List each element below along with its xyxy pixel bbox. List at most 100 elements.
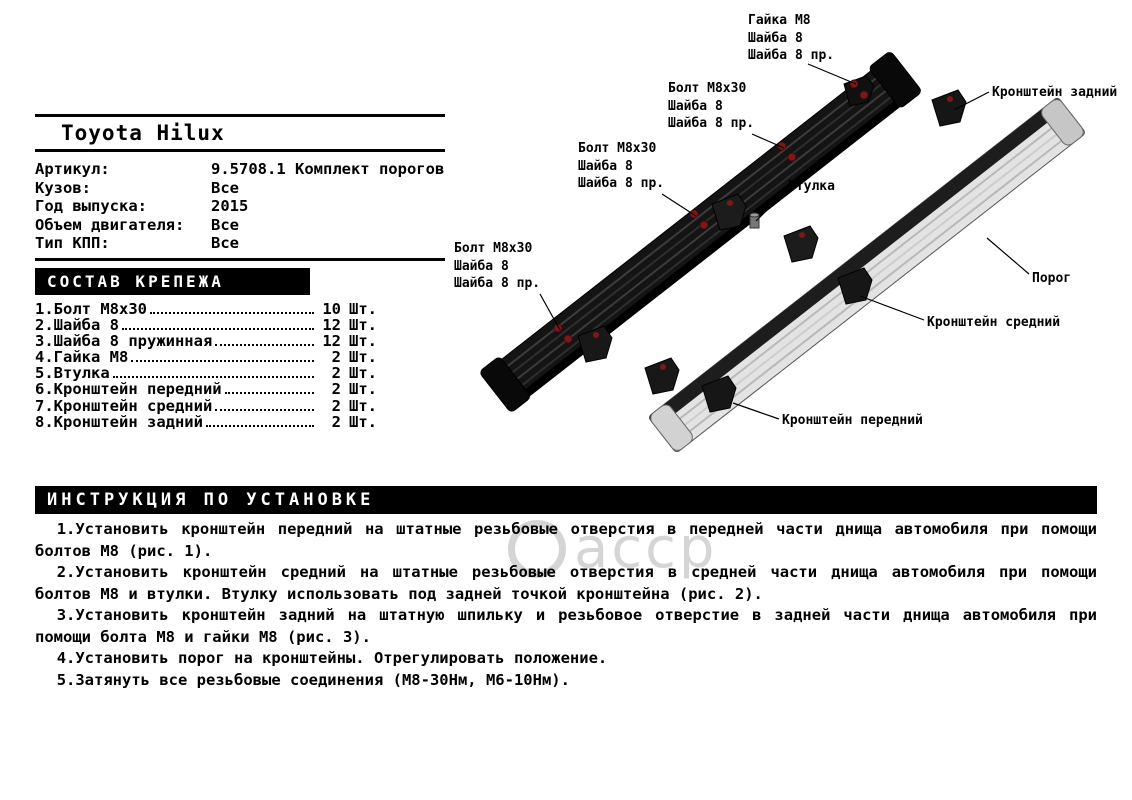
fastener-qty: 2: [331, 396, 341, 415]
spec-label: Артикул:: [35, 160, 110, 178]
callout-text: Шайба 8: [454, 258, 509, 274]
callout-text: Шайба 8: [668, 98, 723, 114]
fastener-qty: 12: [322, 316, 341, 335]
bracket-rear: [931, 89, 967, 127]
instructions-list: 1.Установить кронштейн передний на штатн…: [35, 519, 1097, 691]
fastener-row: 5.Втулка 2 Шт.: [35, 365, 387, 381]
bracket-middle-right: [837, 267, 873, 305]
fastener-unit: Шт.: [349, 412, 377, 431]
callout-text: Шайба 8 пр.: [748, 48, 835, 63]
bracket-front-left: [577, 325, 613, 363]
spec-label: Тип КПП:: [35, 234, 110, 252]
fastener-row: 8.Кронштейн задний 2 Шт.: [35, 414, 387, 430]
callout-bracket-front: Кронштейн передний: [782, 412, 923, 430]
diagram-artwork: [480, 52, 1085, 453]
callout-text: Кронштейн передний: [782, 413, 923, 428]
fastener-qty: 10: [322, 300, 341, 318]
fastener-row: 2.Шайба 8 12 Шт.: [35, 317, 387, 333]
fastener-unit: Шт.: [349, 396, 377, 415]
fastener-qty: 12: [322, 332, 341, 351]
dotted-leader: [215, 344, 314, 347]
callout-text: Шайба 8: [748, 30, 803, 46]
spec-value: Все: [211, 215, 239, 234]
fastener-row: 1.Болт М8х30 10 Шт.: [35, 301, 387, 317]
fastener-unit: Шт.: [349, 316, 377, 335]
callout-text: Шайба 8 пр.: [668, 116, 755, 131]
callout-text: Шайба 8 пр.: [578, 176, 665, 191]
leader-lines: [539, 63, 1030, 420]
fastener-row: 7.Кронштейн средний 2 Шт.: [35, 396, 387, 415]
spec-value: Все: [211, 178, 239, 197]
fastener-unit: Шт.: [349, 380, 377, 399]
fastener-unit: Шт.: [349, 364, 377, 383]
callout-bushing: Втулка: [788, 178, 835, 196]
fastener-unit: Шт.: [349, 348, 377, 367]
callout-text: Порог: [1032, 271, 1072, 286]
instruction-step: 5.Затянуть все резьбовые соединения (М8-…: [56, 670, 570, 689]
fastener-name: 2.Шайба 8: [35, 316, 119, 335]
fastener-unit: Шт.: [349, 300, 377, 318]
fastener-unit: Шт.: [349, 332, 377, 351]
fastener-name: 1.Болт М8х30: [35, 300, 147, 318]
page-title: Toyota Hilux: [35, 114, 445, 152]
dotted-leader: [122, 328, 314, 331]
instruction-step: 1.Установить кронштейн передний на штатн…: [35, 520, 1097, 560]
fasteners-header-bar: СОСТАВ КРЕПЕЖА: [35, 268, 310, 295]
callout-text: Втулка: [788, 179, 835, 194]
fastener-name: 5.Втулка: [35, 364, 110, 383]
bushing-part: [749, 212, 760, 229]
callout-bracket-rear: Кронштейн задний: [992, 84, 1117, 102]
spec-row: Год выпуска: 2015: [35, 197, 445, 216]
fastener-name: 6.Кронштейн передний: [35, 380, 222, 399]
callout-text: Гайка М8: [748, 13, 811, 28]
instruction-step: 3.Установить кронштейн задний на штатную…: [35, 606, 1097, 646]
callout-nut-m8: Гайка М8 Шайба 8 Шайба 8 пр.: [748, 12, 834, 65]
dotted-leader: [215, 408, 314, 411]
callout-bolt-bottom: Болт М8х30 Шайба 8 Шайба 8 пр.: [454, 240, 540, 293]
instructions-header-bar: ИНСТРУКЦИЯ ПО УСТАНОВКЕ: [35, 486, 1097, 514]
callout-text: Шайба 8 пр.: [454, 276, 541, 291]
spec-value: 9.5708.1 Комплект порогов: [211, 160, 445, 178]
fastener-qty: 2: [331, 412, 341, 431]
callout-text: Болт М8х30: [454, 241, 533, 256]
fastener-row: 3.Шайба 8 пружинная 12 Шт.: [35, 333, 387, 349]
fastener-name: 4.Гайка М8: [35, 348, 129, 367]
spec-row: Кузов: Все: [35, 179, 445, 198]
bracket-front-right: [701, 375, 737, 413]
fastener-name: 7.Кронштейн средний: [35, 396, 213, 415]
callout-text: Кронштейн средний: [927, 315, 1061, 330]
callout-text: Болт М8х30: [668, 81, 747, 96]
spec-row: Артикул: 9.5708.1 Комплект порогов: [35, 160, 445, 179]
fastener-row: 4.Гайка М8 2 Шт.: [35, 349, 387, 365]
dotted-leader: [131, 360, 314, 363]
dotted-leader: [224, 392, 314, 395]
callout-sill: Порог: [1032, 270, 1071, 288]
callout-bolt-mid: Болт М8х30 Шайба 8 Шайба 8 пр.: [578, 140, 664, 193]
callout-text: Шайба 8: [578, 158, 633, 174]
dotted-leader: [205, 424, 314, 427]
spec-label: Год выпуска:: [35, 197, 147, 215]
callout-bolt-top: Болт М8х30 Шайба 8 Шайба 8 пр.: [668, 80, 754, 133]
dotted-leader: [149, 312, 314, 314]
fasteners-list: 1.Болт М8х30 10 Шт. 2.Шайба 8 12 Шт. 3.Ш…: [35, 301, 387, 430]
bracket-middle-left-2: [783, 225, 819, 263]
fastener-name: 3.Шайба 8 пружинная: [35, 332, 213, 351]
fastener-qty: 2: [331, 364, 341, 383]
spec-table: Артикул: 9.5708.1 Комплект порогов Кузов…: [35, 160, 445, 261]
instruction-step: 2.Установить кронштейн средний на штатны…: [35, 563, 1097, 603]
fastener-name: 8.Кронштейн задний: [35, 412, 203, 431]
assembly-diagram: Гайка М8 Шайба 8 Шайба 8 пр. Болт М8х30 …: [440, 0, 1132, 470]
spec-row: Объем двигателя: Все: [35, 216, 445, 235]
instruction-step: 4.Установить порог на кронштейны. Отрегу…: [56, 649, 608, 667]
spec-value: Все: [211, 234, 239, 252]
fastener-row: 6.Кронштейн передний 2 Шт.: [35, 381, 387, 397]
callout-text: Болт М8х30: [578, 141, 657, 156]
callout-bracket-middle: Кронштейн средний: [927, 314, 1060, 332]
spec-label: Объем двигателя:: [35, 215, 185, 234]
spec-label: Кузов:: [35, 178, 91, 197]
running-board-left: [480, 52, 922, 412]
callout-text: Кронштейн задний: [992, 85, 1118, 100]
fastener-qty: 2: [331, 348, 341, 367]
fastener-qty: 2: [331, 380, 341, 399]
